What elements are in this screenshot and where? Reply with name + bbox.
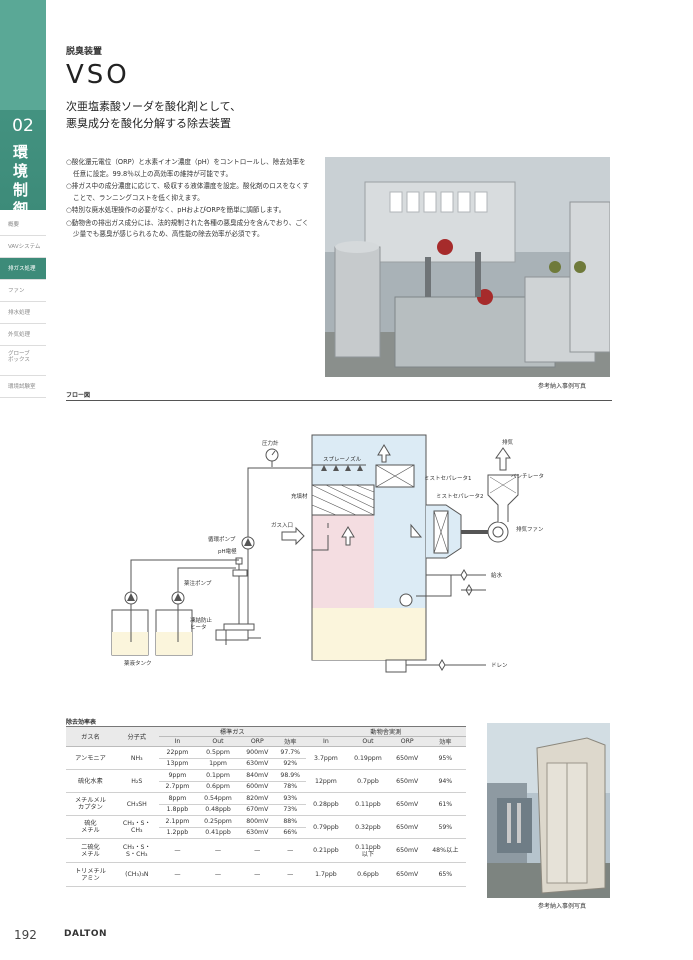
label-exhaust: 排気: [502, 438, 514, 446]
section-band: [0, 0, 46, 210]
section-title: 環境制御: [13, 143, 29, 218]
page-number: 192: [14, 928, 37, 942]
divider: [66, 400, 612, 401]
label-heater-2: ヒータ: [190, 623, 207, 631]
side-nav-overview[interactable]: 概要: [0, 214, 46, 236]
label-spray: スプレーノズル: [323, 455, 362, 463]
label-mist1: ミストセパレータ1: [424, 474, 472, 482]
label-water: 給水: [491, 571, 503, 579]
side-nav-exhaust-gas[interactable]: 排ガス処理: [0, 258, 46, 280]
feature-item: ○特別な廃水処理操作の必要がなく、pHおよびORPを簡単に調節します。: [66, 206, 286, 214]
label-gas-in: ガス入口: [271, 521, 293, 529]
label-venturi: ベンチレータ: [511, 472, 544, 480]
col-gas: ガス名: [66, 726, 115, 747]
label-packing: 充填材: [291, 492, 308, 500]
photo-caption-2: 参考納入事例写真: [538, 903, 587, 910]
feature-item: ○動物舎の排出ガス成分には、法的規制された各種の悪臭成分を含んでおり、ごく少量で…: [66, 218, 309, 239]
side-nav-vav[interactable]: VAVシステム: [0, 236, 46, 258]
product-subtitle: 次亜塩素酸ソーダを酸化剤として、 悪臭成分を酸化分解する除去装置: [66, 100, 242, 130]
col-std: 標準ガス: [158, 726, 306, 737]
label-heater-1: 凍結防止: [190, 616, 213, 624]
label-tank: 薬液タンク: [124, 659, 152, 667]
label-pressure: 圧力計: [262, 439, 279, 447]
side-nav-outdoor-air[interactable]: 外気処理: [0, 324, 46, 346]
feature-item: ○酸化還元電位（ORP）と水素イオン濃度（pH）をコントロールし、除去効率を任意…: [66, 158, 306, 178]
label-drain: ドレン: [491, 663, 508, 669]
label-circ-pump: 循環ポンプ: [208, 535, 236, 543]
side-nav-fan[interactable]: ファン: [0, 280, 46, 302]
section-number: 02: [12, 116, 34, 136]
installation-photo-2: [487, 723, 610, 898]
sidebar: 02 環境制御 概要 VAVシステム 排ガス処理 ファン 排水処理 外気処理 グ…: [0, 0, 46, 960]
installation-photo: [325, 157, 610, 377]
label-feed-pump: 薬注ポンプ: [184, 579, 212, 587]
label-fan: 排気ファン: [516, 525, 544, 533]
side-nav-glovebox[interactable]: グローブボックス: [0, 346, 46, 376]
flow-diagram: 圧力計 スプレーノズル ミストセパレータ1 ミストセパレータ2 排気 ベンチレー…: [111, 434, 544, 673]
efficiency-table: ガス名 分子式 標準ガス 動物舎実測 In Out ORP 効率 In Out …: [66, 726, 466, 887]
category-label: 脱臭装置: [66, 47, 103, 57]
feature-list: ○酸化還元電位（ORP）と水素イオン濃度（pH）をコントロールし、除去効率を任意…: [66, 157, 310, 242]
label-ph: pH電極: [218, 547, 237, 555]
feature-item: ○排ガス中の成分濃度に応じて、吸収する液体濃度を設定。酸化剤のロスをなくすことで…: [66, 182, 309, 202]
col-animal: 動物舎実測: [305, 726, 466, 737]
table-title: 除去効率表: [66, 719, 97, 726]
flow-title: フロー図: [66, 392, 91, 399]
dalton-logo: DALTON: [64, 929, 108, 939]
side-nav: 概要 VAVシステム 排ガス処理 ファン 排水処理 外気処理 グローブボックス …: [0, 214, 46, 398]
col-formula: 分子式: [114, 726, 159, 747]
photo-caption: 参考納入事例写真: [538, 383, 587, 390]
side-nav-wastewater[interactable]: 排水処理: [0, 302, 46, 324]
side-nav-test-room[interactable]: 環境試験室: [0, 376, 46, 398]
label-mist2: ミストセパレータ2: [436, 492, 484, 500]
product-name: VSO: [66, 60, 130, 90]
